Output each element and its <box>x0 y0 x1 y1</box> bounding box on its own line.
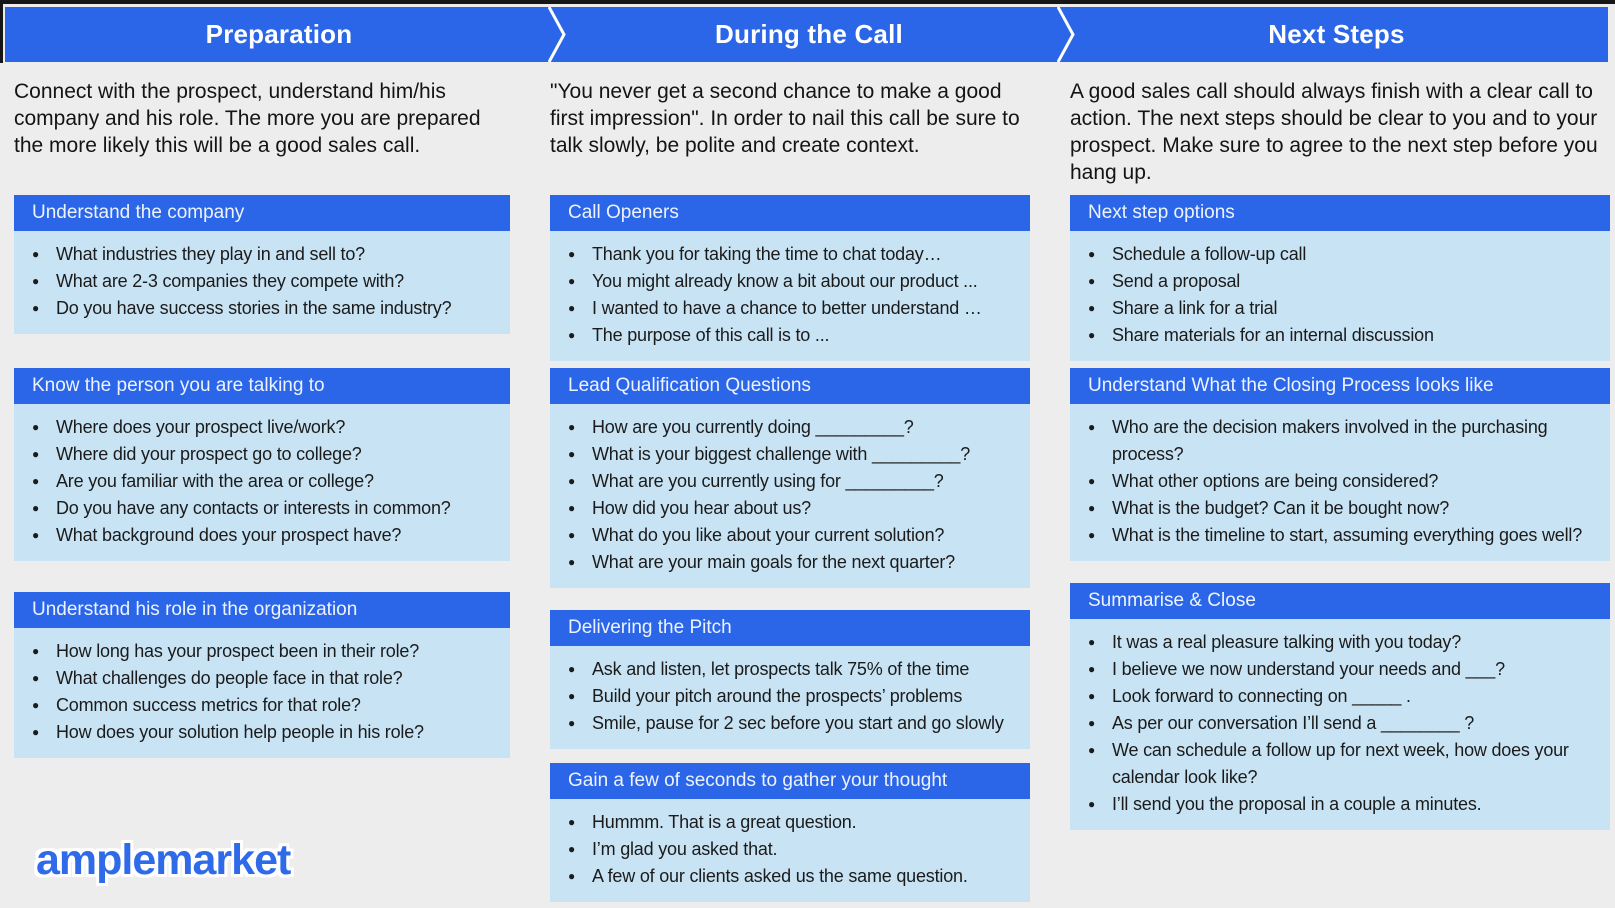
bullet-item: What do you like about your current solu… <box>562 522 1022 549</box>
chevron-separator-icon <box>548 7 566 62</box>
card-bullet-list: Thank you for taking the time to chat to… <box>550 231 1030 361</box>
bullet-item: What other options are being considered? <box>1082 468 1602 495</box>
column-during-the-call: "You never get a second chance to make a… <box>550 78 1030 902</box>
banner-step-preparation: Preparation <box>205 19 353 49</box>
column-next-steps: A good sales call should always finish w… <box>1070 78 1610 830</box>
bullet-item: Build your pitch around the prospects’ p… <box>562 683 1022 710</box>
bullet-item: I’m glad you asked that. <box>562 836 1022 863</box>
bullet-item: What background does your prospect have? <box>26 522 502 549</box>
bullet-item: Where does your prospect live/work? <box>26 414 502 441</box>
card-understand-the-company: Understand the company What industries t… <box>14 195 510 334</box>
card-bullet-list: Where does your prospect live/work? Wher… <box>14 404 510 561</box>
card-bullet-list: Who are the decision makers involved in … <box>1070 404 1610 561</box>
bullet-item: Share a link for a trial <box>1082 295 1602 322</box>
bullet-item: How does your solution help people in hi… <box>26 719 502 746</box>
card-title: Delivering the Pitch <box>550 610 1030 646</box>
bullet-item: What is the timeline to start, assuming … <box>1082 522 1602 549</box>
column-intro-text: A good sales call should always finish w… <box>1070 80 1598 184</box>
card-understand-closing-process: Understand What the Closing Process look… <box>1070 368 1610 561</box>
bullet-item: What are your main goals for the next qu… <box>562 549 1022 576</box>
bullet-item: Common success metrics for that role? <box>26 692 502 719</box>
bullet-item: Smile, pause for 2 sec before you start … <box>562 710 1022 737</box>
card-bullet-list: Ask and listen, let prospects talk 75% o… <box>550 646 1030 749</box>
bullet-item: How are you currently doing _________? <box>562 414 1022 441</box>
bullet-item: We can schedule a follow up for next wee… <box>1082 737 1602 791</box>
bullet-item: Send a proposal <box>1082 268 1602 295</box>
bullet-item: Do you have success stories in the same … <box>26 295 502 322</box>
amplemarket-logo: amplemarket <box>36 836 291 884</box>
bullet-item: The purpose of this call is to ... <box>562 322 1022 349</box>
column-intro-text: Connect with the prospect, understand hi… <box>14 80 481 157</box>
bullet-item: Look forward to connecting on _____ . <box>1082 683 1602 710</box>
card-title: Understand the company <box>14 195 510 231</box>
bullet-item: How long has your prospect been in their… <box>26 638 502 665</box>
card-call-openers: Call Openers Thank you for taking the ti… <box>550 195 1030 361</box>
bullet-item: How did you hear about us? <box>562 495 1022 522</box>
card-lead-qualification-questions: Lead Qualification Questions How are you… <box>550 368 1030 588</box>
card-title: Next step options <box>1070 195 1610 231</box>
bullet-item: I’ll send you the proposal in a couple a… <box>1082 791 1602 818</box>
bullet-item: As per our conversation I’ll send a ____… <box>1082 710 1602 737</box>
bullet-item: What is your biggest challenge with ____… <box>562 441 1022 468</box>
card-gain-seconds-to-gather-thought: Gain a few of seconds to gather your tho… <box>550 763 1030 902</box>
card-bullet-list: How are you currently doing _________? W… <box>550 404 1030 588</box>
card-title: Lead Qualification Questions <box>550 368 1030 404</box>
bullet-item: Are you familiar with the area or colleg… <box>26 468 502 495</box>
banner-step-next-steps: Next Steps <box>1268 19 1405 49</box>
bullet-item: What is the budget? Can it be bought now… <box>1082 495 1602 522</box>
bullet-item: Where did your prospect go to college? <box>26 441 502 468</box>
bullet-item: Hummm. That is a great question. <box>562 809 1022 836</box>
bullet-item: Thank you for taking the time to chat to… <box>562 241 1022 268</box>
bullet-item: What industries they play in and sell to… <box>26 241 502 268</box>
screenshot-left-edge <box>0 0 3 63</box>
bullet-item: A few of our clients asked us the same q… <box>562 863 1022 890</box>
card-bullet-list: What industries they play in and sell to… <box>14 231 510 334</box>
bullet-item: You might already know a bit about our p… <box>562 268 1022 295</box>
card-know-the-person: Know the person you are talking to Where… <box>14 368 510 561</box>
bullet-item: What are 2-3 companies they compete with… <box>26 268 502 295</box>
card-bullet-list: How long has your prospect been in their… <box>14 628 510 758</box>
card-title: Understand What the Closing Process look… <box>1070 368 1610 404</box>
bullet-item: Share materials for an internal discussi… <box>1082 322 1602 349</box>
bullet-item: What challenges do people face in that r… <box>26 665 502 692</box>
card-title: Know the person you are talking to <box>14 368 510 404</box>
bullet-item: What are you currently using for _______… <box>562 468 1022 495</box>
card-bullet-list: Schedule a follow-up call Send a proposa… <box>1070 231 1610 361</box>
bullet-item: It was a real pleasure talking with you … <box>1082 629 1602 656</box>
card-understand-his-role: Understand his role in the organization … <box>14 592 510 758</box>
card-title: Summarise & Close <box>1070 583 1610 619</box>
bullet-item: Do you have any contacts or interests in… <box>26 495 502 522</box>
banner-step-during-the-call: During the Call <box>715 19 903 49</box>
chevron-separator-icon <box>1057 7 1075 62</box>
card-title: Understand his role in the organization <box>14 592 510 628</box>
bullet-item: Ask and listen, let prospects talk 75% o… <box>562 656 1022 683</box>
bullet-item: I believe we now understand your needs a… <box>1082 656 1602 683</box>
bullet-item: Who are the decision makers involved in … <box>1082 414 1602 468</box>
card-delivering-the-pitch: Delivering the Pitch Ask and listen, let… <box>550 610 1030 749</box>
column-intro-text: "You never get a second chance to make a… <box>550 80 1020 157</box>
process-banner: Preparation During the Call Next Steps <box>5 7 1608 62</box>
column-preparation: Connect with the prospect, understand hi… <box>14 78 510 758</box>
bullet-item: Schedule a follow-up call <box>1082 241 1602 268</box>
card-bullet-list: Hummm. That is a great question. I’m gla… <box>550 799 1030 902</box>
card-title: Call Openers <box>550 195 1030 231</box>
card-summarise-and-close: Summarise & Close It was a real pleasure… <box>1070 583 1610 830</box>
card-next-step-options: Next step options Schedule a follow-up c… <box>1070 195 1610 361</box>
card-title: Gain a few of seconds to gather your tho… <box>550 763 1030 799</box>
card-bullet-list: It was a real pleasure talking with you … <box>1070 619 1610 830</box>
bullet-item: I wanted to have a chance to better unde… <box>562 295 1022 322</box>
screenshot-top-edge <box>0 0 1615 4</box>
